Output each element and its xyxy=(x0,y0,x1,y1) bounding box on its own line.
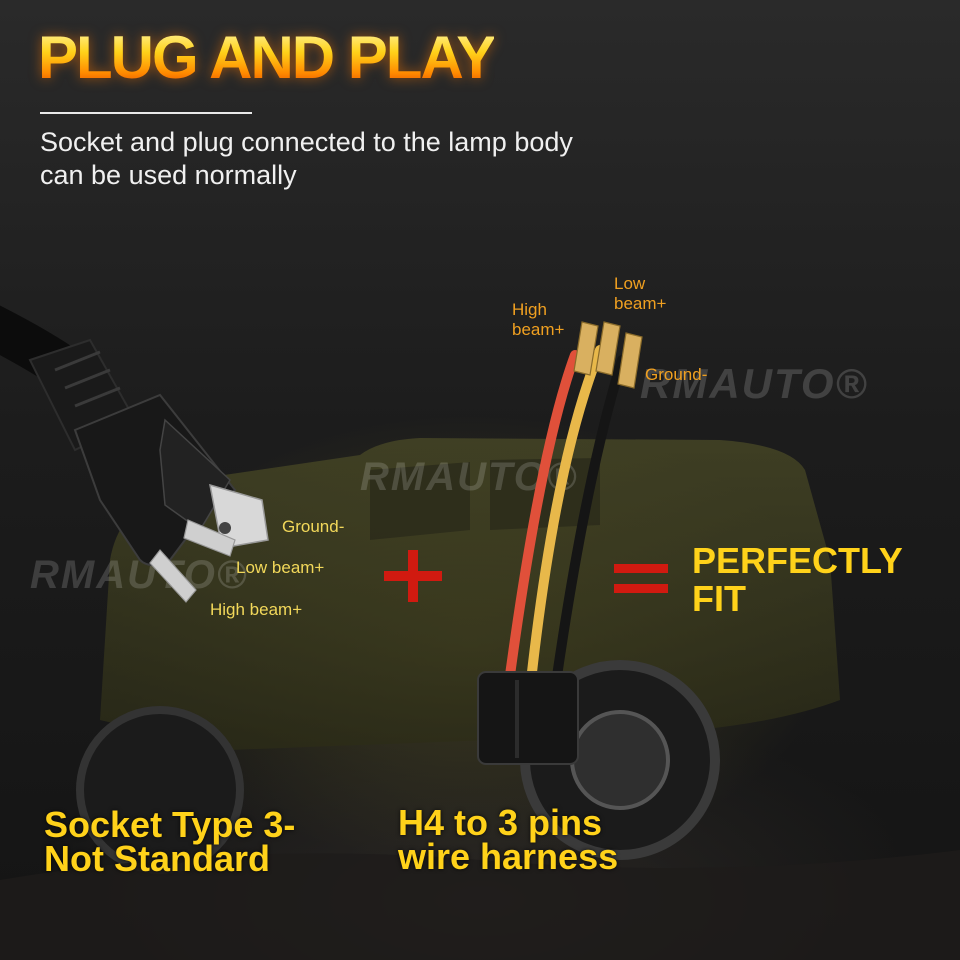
socket-caption-line1: Socket Type 3- xyxy=(44,804,296,845)
low-beam-prong xyxy=(183,519,236,557)
harness-label-high-beam-line1: High xyxy=(512,300,547,319)
harness-label-low-beam: Low beam+ xyxy=(614,274,666,314)
plus-vertical xyxy=(408,550,418,602)
harness-label-ground: Ground- xyxy=(645,365,708,384)
black-wire xyxy=(550,355,627,695)
harness-socket xyxy=(477,671,579,765)
equals-symbol xyxy=(614,564,668,594)
perfectly-fit-text: PERFECTLY FIT xyxy=(692,542,903,618)
fit-line-2: FIT xyxy=(692,578,746,619)
harness-label-low-beam-line1: Low xyxy=(614,274,646,293)
plug-rib xyxy=(54,350,101,372)
vehicle-window xyxy=(370,462,470,540)
harness-caption: H4 to 3 pins wire harness xyxy=(398,802,619,877)
socket-type-caption: Socket Type 3- Not Standard xyxy=(44,804,296,879)
harness-label-low-beam-line2: beam+ xyxy=(614,294,667,313)
plug-label-low-beam: Low beam+ xyxy=(236,558,325,577)
equals-bottom-bar xyxy=(614,584,668,593)
plug-label-high-beam: High beam+ xyxy=(210,600,303,619)
harness-caption-line1: H4 to 3 pins xyxy=(398,802,603,843)
red-wire xyxy=(503,350,580,695)
high-beam-prong xyxy=(149,549,197,603)
plus-symbol xyxy=(384,550,442,602)
equals-top-bar xyxy=(614,564,668,573)
page-title: PLUG AND PLAY xyxy=(38,24,496,91)
plug-label-ground: Ground- xyxy=(282,517,345,536)
vehicle-window xyxy=(490,458,600,530)
ground-terrain xyxy=(0,850,960,960)
harness-caption-line2: wire harness xyxy=(398,836,619,877)
terminal-ground xyxy=(617,332,643,389)
plug-face xyxy=(159,418,231,532)
brand-watermark: RMAUTO® xyxy=(640,360,869,407)
harness-label-high-beam: High beam+ xyxy=(512,300,564,340)
brand-watermark: RMAUTO® xyxy=(30,553,249,597)
title-divider xyxy=(40,112,252,114)
socket-caption-line2: Not Standard xyxy=(44,838,271,879)
page-subtitle: Socket and plug connected to the lamp bo… xyxy=(40,127,573,190)
prong-hole xyxy=(219,522,231,534)
plug-rib xyxy=(64,368,111,390)
terminal-high-beam xyxy=(573,321,599,376)
harness-socket-divider xyxy=(515,680,519,758)
fit-line-1: PERFECTLY xyxy=(692,540,903,581)
plug-rib xyxy=(74,386,121,408)
terminal-low-beam xyxy=(595,321,621,376)
harness-label-high-beam-line2: beam+ xyxy=(512,320,565,339)
yellow-wire xyxy=(525,345,605,695)
